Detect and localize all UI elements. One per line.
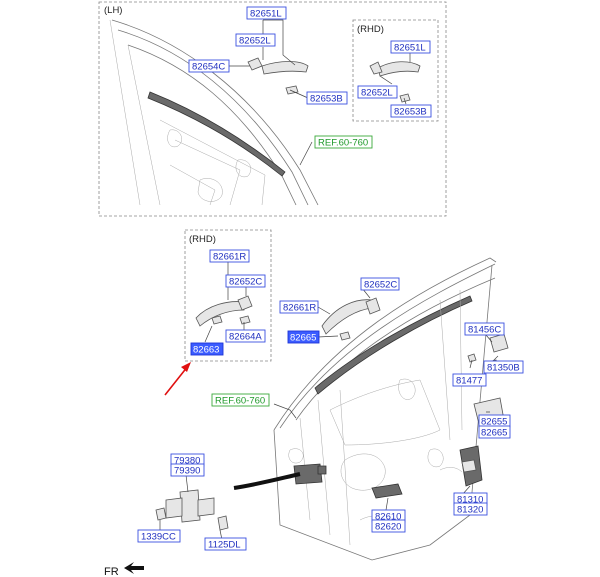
label-mid-82661R: 82661R [209,249,250,263]
bottom-handle-parts [321,297,381,341]
label-82651L: 82651L [246,6,287,20]
lh-section-label: (LH) [104,5,122,16]
svg-text:79380: 79380 [174,456,200,467]
svg-text:82661R: 82661R [213,252,246,263]
label-b-82652C: 82652C [360,277,400,291]
svg-text:82665: 82665 [290,333,316,344]
rhd-top-inset-frame [352,19,439,122]
label-b-1125DL: 1125DL [204,537,247,551]
label-b-82661R: 82661R [279,300,319,314]
svg-text:82651L: 82651L [250,9,282,20]
svg-text:82653B: 82653B [394,107,427,118]
svg-text:82665: 82665 [481,428,507,439]
svg-text:82655: 82655 [481,417,507,428]
svg-text:82654C: 82654C [192,62,225,73]
label-b-1339CC: 1339CC [137,529,181,543]
svg-text:82652C: 82652C [364,280,397,291]
ref-label-bottom: REF.60-760 [211,393,270,407]
svg-text:REF.60-760: REF.60-760 [215,396,265,407]
ref-label-top: REF.60-760 [314,135,373,149]
label-b-82610: 82610 [371,509,406,523]
svg-text:82652C: 82652C [229,277,262,288]
label-b-79390: 79390 [170,463,205,477]
svg-text:1125DL: 1125DL [208,540,241,551]
label-82654C: 82654C [188,59,230,73]
label-rhd-82651L: 82651L [390,40,431,54]
svg-text:82661R: 82661R [283,303,316,314]
label-82653B: 82653B [306,91,348,105]
rhd-top-handle-parts [369,61,421,103]
door-checker-parts [155,463,327,531]
label-mid-82664A: 82664A [225,329,266,343]
rhd-mid-handle-parts [195,295,253,327]
rhd-mid-inset-frame [184,229,272,362]
svg-text:82652L: 82652L [361,88,393,99]
svg-text:82620: 82620 [375,522,401,533]
front-arrow-icon [124,562,144,574]
label-rhd-82653B: 82653B [390,104,432,118]
label-mid-82652C: 82652C [225,274,266,288]
label-b-82665-highlighted: 82665 [287,330,320,344]
rhd-mid-section-label: (RHD) [189,234,216,245]
svg-text:81310: 81310 [457,495,483,506]
label-b-82620: 82620 [371,519,406,533]
lh-handle-parts [247,57,309,95]
svg-text:82652L: 82652L [239,36,271,47]
label-rhd-82652L: 82652L [357,85,398,99]
svg-text:79390: 79390 [174,466,200,477]
rhd-top-section-label: (RHD) [357,24,384,35]
svg-text:1339CC: 1339CC [141,532,176,543]
label-b-81320: 81320 [453,502,488,516]
svg-text:82664A: 82664A [229,332,262,343]
label-mid-82663-highlighted: 82663 [190,342,224,356]
svg-text:82651L: 82651L [394,43,426,54]
svg-text:81350B: 81350B [487,363,520,374]
svg-text:82663: 82663 [193,345,219,356]
label-b-81456C: 81456C [464,322,505,336]
lh-door-frame-drawing [109,19,319,206]
front-direction-label: FR [104,566,119,577]
red-pointer-arrow [164,362,191,396]
svg-text:82653B: 82653B [310,94,343,105]
label-b-82665: 82665 [478,425,511,439]
svg-text:81320: 81320 [457,505,483,516]
label-82652L: 82652L [235,33,276,47]
svg-text:REF.60-760: REF.60-760 [318,138,368,149]
label-b-81477: 81477 [452,373,487,387]
svg-text:81477: 81477 [456,376,482,387]
svg-text:82610: 82610 [375,512,401,523]
svg-text:81456C: 81456C [468,325,501,336]
lh-panel-frame [98,1,447,217]
label-b-81350B: 81350B [483,360,524,374]
